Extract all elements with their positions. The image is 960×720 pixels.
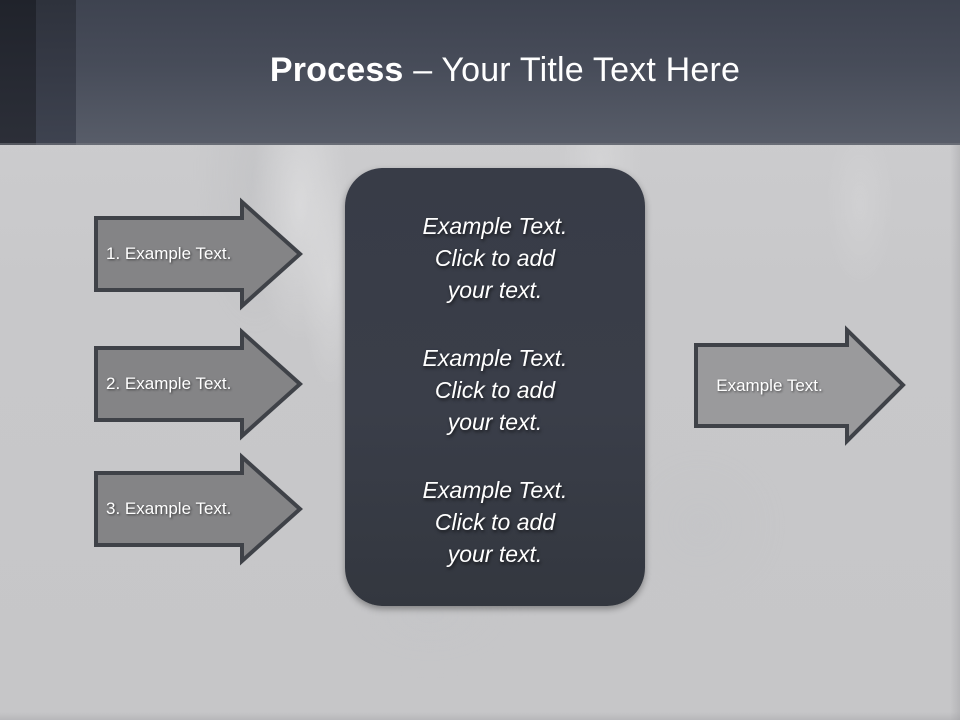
panel-text-block-1-line-2: Click to add bbox=[434, 245, 556, 271]
panel-text-block-1: Example Text. Click to add your text. bbox=[380, 210, 610, 306]
process-arrow-3[interactable]: 3. Example Text. bbox=[92, 452, 304, 566]
background-bottom-edge bbox=[0, 712, 960, 720]
page-title-rest: – Your Title Text Here bbox=[403, 51, 741, 89]
arrow-shape-icon bbox=[94, 452, 303, 566]
panel-text-block-3: Example Text. Click to add your text. bbox=[380, 474, 610, 570]
panel-text-block-2: Example Text. Click to add your text. bbox=[380, 342, 610, 438]
panel-text-block-2-line-1: Example Text. bbox=[422, 345, 568, 371]
panel-text-block-1-line-3: your text. bbox=[447, 277, 543, 303]
background-right-edge bbox=[950, 145, 960, 720]
panel-text-block-3-line-1: Example Text. bbox=[422, 477, 568, 503]
panel-text-block-3-line-2: Click to add bbox=[434, 509, 556, 535]
center-content-panel[interactable]: Example Text. Click to add your text. Ex… bbox=[345, 168, 645, 606]
process-arrow-2[interactable]: 2. Example Text. bbox=[92, 327, 304, 441]
panel-text-block-3-line-3: your text. bbox=[447, 541, 543, 567]
arrow-shape-icon bbox=[694, 325, 906, 446]
panel-text-block-2-line-2: Click to add bbox=[434, 377, 556, 403]
header-band-dark bbox=[0, 0, 36, 145]
page-title: Process – Your Title Text Here bbox=[110, 48, 900, 92]
header-divider bbox=[0, 143, 960, 145]
process-arrow-output[interactable]: Example Text. bbox=[692, 325, 907, 446]
page-title-strong: Process bbox=[269, 51, 404, 89]
header-band-mid bbox=[36, 0, 76, 145]
arrow-shape-icon bbox=[94, 197, 303, 311]
slide-header: Process – Your Title Text Here bbox=[0, 0, 960, 145]
arrow-shape-icon bbox=[94, 327, 303, 441]
panel-text-block-1-line-1: Example Text. bbox=[422, 213, 568, 239]
process-arrow-1[interactable]: 1. Example Text. bbox=[92, 197, 304, 311]
panel-text-block-2-line-3: your text. bbox=[447, 409, 543, 435]
